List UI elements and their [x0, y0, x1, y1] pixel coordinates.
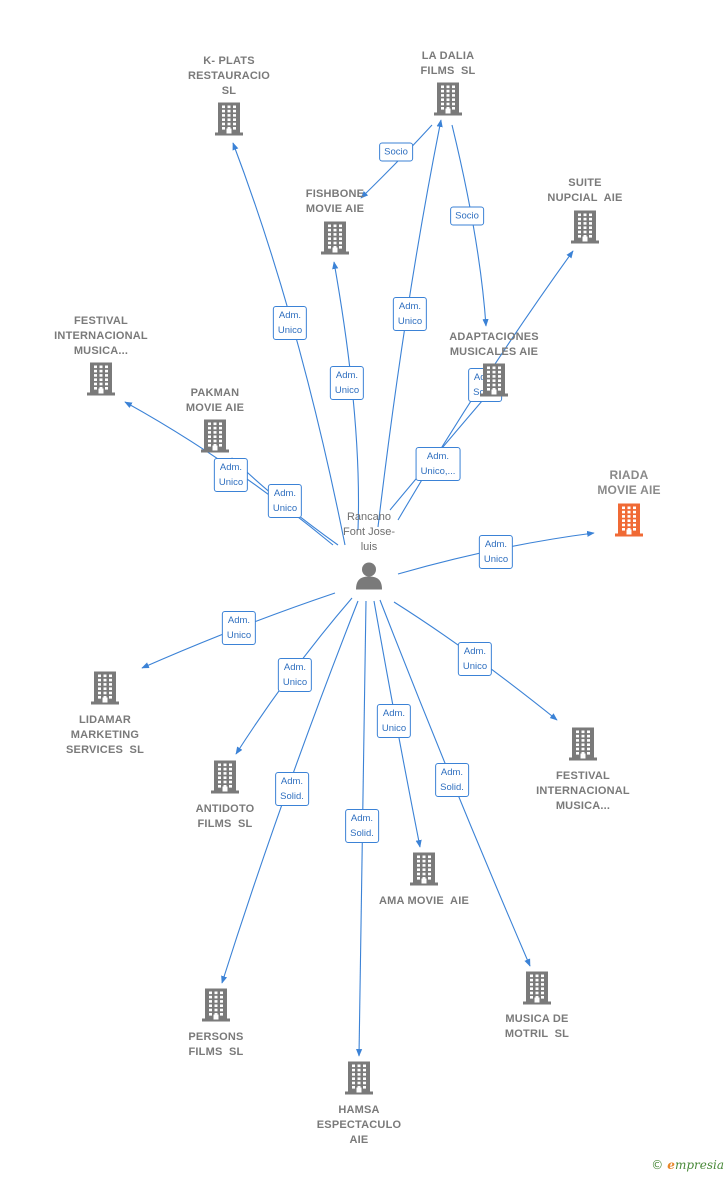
building-icon[interactable]: [571, 210, 599, 249]
company-label-lidamar[interactable]: LIDAMAR MARKETING SERVICES SL: [66, 714, 144, 756]
empresia-logo[interactable]: ©empresia: [651, 1158, 724, 1172]
edge-label-festival-1[interactable]: Adm. Unico: [213, 458, 249, 492]
edge-label-antidoto[interactable]: Adm. Unico: [277, 658, 313, 692]
building-icon[interactable]: [202, 988, 230, 1027]
person-icon[interactable]: [355, 561, 383, 596]
building-icon[interactable]: [91, 671, 119, 710]
edge-label-k-plats[interactable]: Adm. Unico: [272, 306, 308, 340]
edge-label-adaptaciones[interactable]: Socio: [450, 206, 484, 226]
building-icon[interactable]: [615, 503, 643, 542]
edge-label-riada[interactable]: Adm. Unico: [478, 535, 514, 569]
edge-label-fishbone[interactable]: Socio: [379, 142, 413, 162]
building-icon[interactable]: [569, 727, 597, 766]
copyright-icon: ©: [651, 1158, 664, 1172]
edge-label-la-dalia[interactable]: Adm. Unico: [392, 297, 428, 331]
building-icon[interactable]: [201, 419, 229, 458]
building-icon[interactable]: [211, 760, 239, 799]
company-label-persons[interactable]: PERSONS FILMS SL: [188, 1031, 244, 1058]
company-label-ama[interactable]: AMA MOVIE AIE: [379, 895, 469, 907]
edge-label-ama[interactable]: Adm. Unico: [376, 704, 412, 738]
company-label-adaptaciones[interactable]: ADAPTACIONES MUSICALES AIE: [449, 331, 539, 358]
building-icon[interactable]: [345, 1061, 373, 1100]
building-icon[interactable]: [215, 102, 243, 141]
building-icon[interactable]: [87, 362, 115, 401]
company-label-antidoto[interactable]: ANTIDOTO FILMS SL: [195, 803, 255, 830]
edge-label-lidamar[interactable]: Adm. Unico: [221, 611, 257, 645]
building-icon[interactable]: [434, 82, 462, 121]
company-label-fishbone[interactable]: FISHBONE MOVIE AIE: [305, 188, 365, 215]
edge-label-pakman[interactable]: Adm. Unico: [267, 484, 303, 518]
edge-label-festival-2[interactable]: Adm. Unico: [457, 642, 493, 676]
edge-center-to-fishbone: [332, 261, 360, 531]
building-icon[interactable]: [523, 971, 551, 1010]
building-icon[interactable]: [480, 363, 508, 402]
person-label[interactable]: Rancano Font Jose- luis: [343, 511, 395, 553]
company-label-musica-motril[interactable]: MUSICA DE MOTRIL SL: [504, 1013, 570, 1040]
edge-label-hamsa[interactable]: Adm. Solid.: [345, 809, 379, 843]
edge-label-suite-nupcial[interactable]: Adm. Unico,...: [415, 447, 461, 481]
company-label-k-plats[interactable]: K- PLATS RESTAURACIO SL: [187, 55, 271, 97]
company-label-pakman[interactable]: PAKMAN MOVIE AIE: [185, 387, 245, 414]
edge-label-fishbone[interactable]: Adm. Unico: [329, 366, 365, 400]
company-label-festival-2[interactable]: FESTIVAL INTERNACIONAL MUSICA...: [536, 770, 630, 812]
edge-la-dalia-to-fishbone: [360, 124, 433, 199]
edge-la-dalia-to-adaptaciones: [451, 124, 489, 327]
building-icon[interactable]: [321, 221, 349, 260]
company-label-suite-nupcial[interactable]: SUITE NUPCIAL AIE: [547, 177, 623, 204]
edge-label-musica-motril[interactable]: Adm. Solid.: [435, 763, 469, 797]
company-label-la-dalia[interactable]: LA DALIA FILMS SL: [420, 50, 476, 77]
company-label-hamsa[interactable]: HAMSA ESPECTACULO AIE: [316, 1104, 402, 1146]
building-icon[interactable]: [410, 852, 438, 891]
company-label-festival-1[interactable]: FESTIVAL INTERNACIONAL MUSICA...: [54, 315, 148, 357]
edge-label-persons[interactable]: Adm. Solid.: [275, 772, 309, 806]
company-label-riada[interactable]: RIADA MOVIE AIE: [597, 468, 661, 497]
